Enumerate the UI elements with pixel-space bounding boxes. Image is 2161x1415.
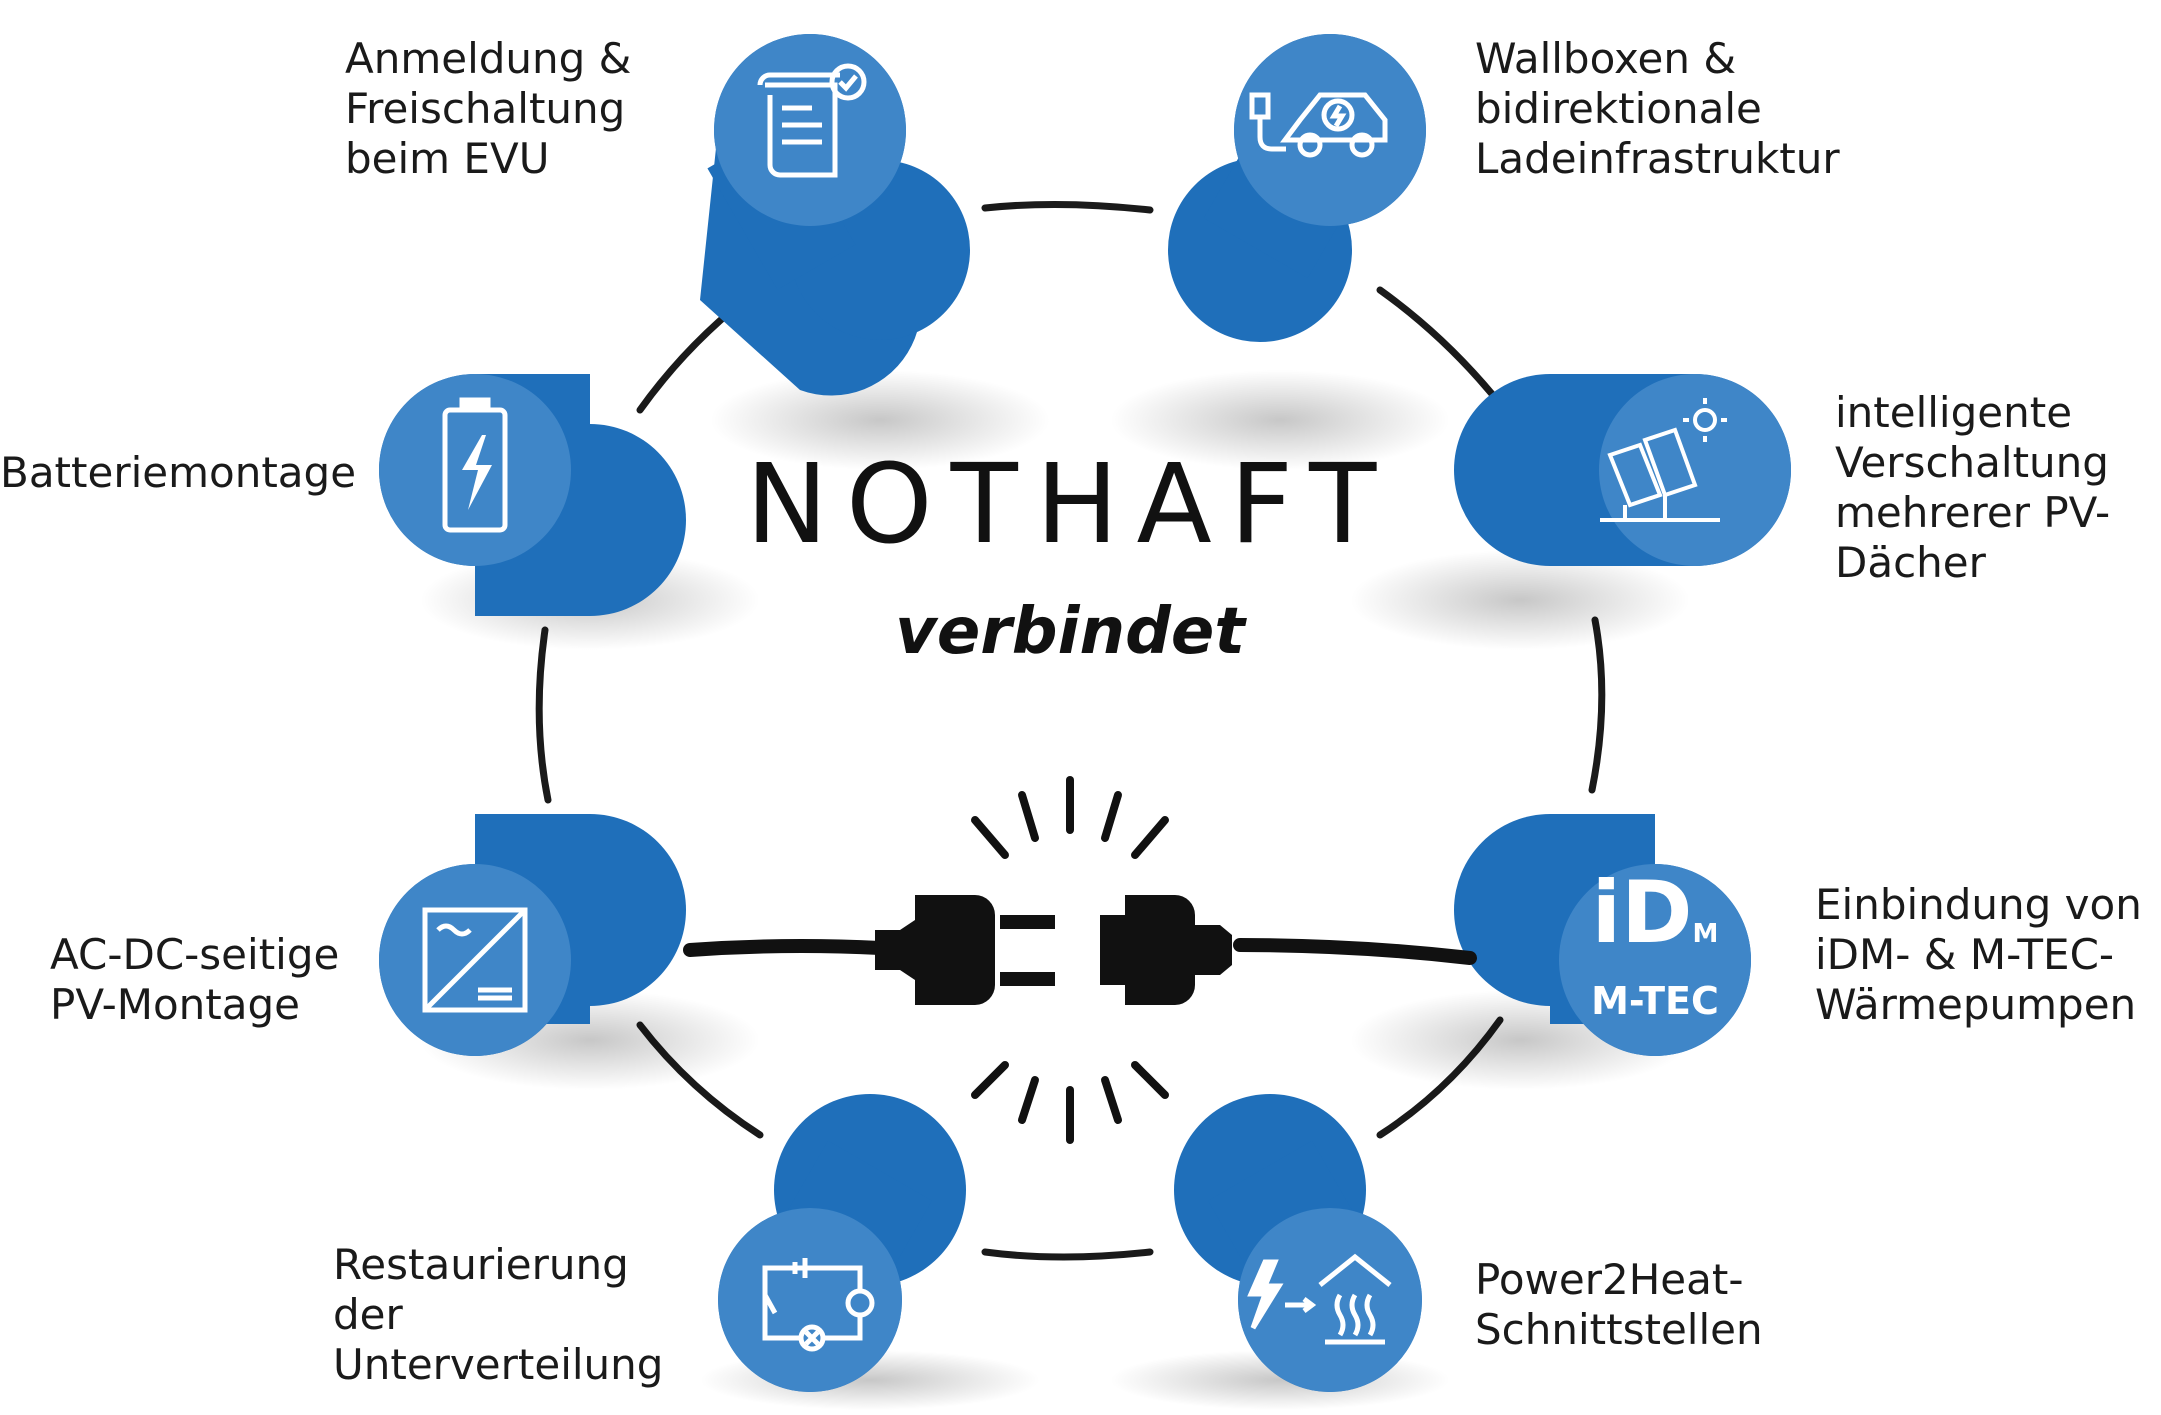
label-battery: Batteriemontage: [0, 448, 357, 497]
mtec-logo-text: M-TEC: [1591, 979, 1719, 1023]
power-to-heat-icon: [1247, 1253, 1392, 1345]
label-wallbox: Wallboxen & bidirektionale Ladeinfrastru…: [1475, 34, 1840, 183]
node-power2heat: [1110, 1094, 1450, 1410]
node-wallbox: [1110, 34, 1450, 470]
label-heatpump: Einbindung von iDM- & M-TEC- Wärmepumpen: [1815, 880, 2142, 1029]
label-acdc: AC-DC-seitige PV-Montage: [50, 930, 340, 1029]
solar-panels-icon: [1600, 398, 1727, 522]
label-distribution: Restaurierung der Unterverteilung: [333, 1240, 664, 1389]
node-battery: [379, 374, 760, 650]
battery-icon: [442, 397, 508, 533]
label-power2heat: Power2Heat- Schnittstellen: [1475, 1255, 1763, 1354]
inverter-icon: [422, 907, 528, 1013]
node-evu: [700, 34, 1050, 470]
brand-tagline: verbindet: [895, 595, 1245, 669]
ev-charging-car-icon: [1249, 92, 1388, 158]
electric-circuit-icon: [762, 1258, 875, 1352]
label-evu: Anmeldung & Freischaltung beim EVU: [345, 34, 632, 183]
document-check-icon: [757, 63, 867, 178]
node-acdc: [379, 814, 760, 1090]
idm-mtec-logo: iDM M-TEC: [1560, 870, 1750, 1025]
label-pv: intelligente Verschaltung mehrerer PV- D…: [1835, 388, 2111, 587]
node-heatpump: [1350, 814, 1751, 1090]
node-distribution: [700, 1094, 1040, 1410]
idm-logo-text: iDM: [1591, 863, 1719, 963]
node-pv: [1350, 374, 1791, 650]
unplugged-connector-icon: [683, 776, 1477, 1144]
brand-logo: NOTHAFT: [745, 440, 1395, 568]
